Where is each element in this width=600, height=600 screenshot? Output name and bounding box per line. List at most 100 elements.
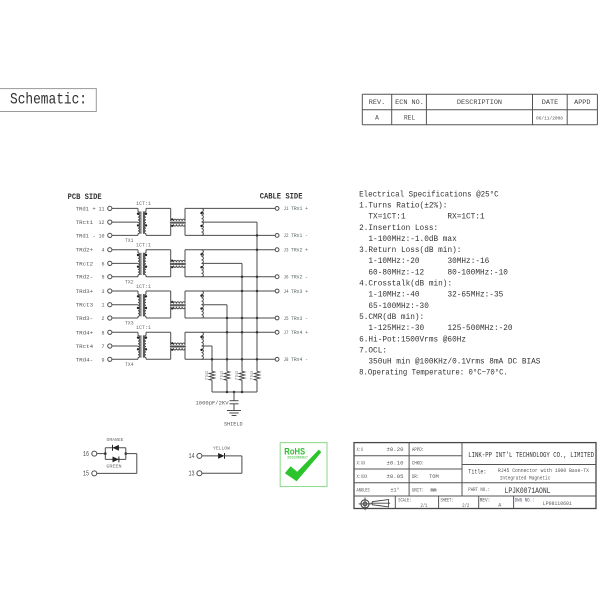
svg-text:75Ω: 75Ω bbox=[204, 371, 210, 381]
svg-text:DESCRIPTION: DESCRIPTION bbox=[457, 99, 502, 106]
svg-text:±1°: ±1° bbox=[391, 487, 400, 493]
svg-text:REV:: REV: bbox=[480, 498, 491, 504]
svg-text:±0.10: ±0.10 bbox=[387, 460, 404, 466]
svg-text:9: 9 bbox=[102, 356, 105, 363]
svg-text:350uH min @100KHz/0.1Vrms 8mA: 350uH min @100KHz/0.1Vrms 8mA DC BIAS bbox=[359, 359, 541, 367]
svg-text:±0.05: ±0.05 bbox=[387, 474, 404, 480]
svg-text:SHEET:: SHEET: bbox=[441, 498, 454, 504]
svg-text:1CT:1: 1CT:1 bbox=[136, 201, 151, 207]
svg-text:TRd1 +: TRd1 + bbox=[76, 205, 97, 212]
svg-text:Title:: Title: bbox=[468, 469, 486, 477]
svg-text:4.Crosstalk(dB min):: 4.Crosstalk(dB min): bbox=[359, 281, 452, 289]
svg-text:TRd2+: TRd2+ bbox=[76, 247, 94, 254]
svg-text:7.OCL:: 7.OCL: bbox=[359, 347, 387, 355]
svg-text:Electrical Specifications @25°: Electrical Specifications @25°C bbox=[359, 190, 499, 199]
svg-text:75Ω: 75Ω bbox=[219, 371, 225, 381]
svg-text:TRx2 -: TRx2 - bbox=[291, 274, 308, 281]
svg-text:LINK-PP INT'L TECHNOLOGY CO.,: LINK-PP INT'L TECHNOLOGY CO., LIMITED bbox=[468, 452, 594, 460]
svg-text:DWG NO.:: DWG NO.: bbox=[515, 497, 535, 503]
svg-text:J4: J4 bbox=[284, 288, 289, 295]
svg-text:65-100MHz:-30: 65-100MHz:-30 bbox=[359, 303, 429, 311]
svg-text:Schematic:: Schematic: bbox=[10, 90, 87, 108]
svg-text:TX2: TX2 bbox=[125, 279, 134, 285]
svg-text:TRct2: TRct2 bbox=[76, 260, 94, 267]
svg-text:TX=1CT:1 RX=1CT:1: TX=1CT:1 RX=1CT:1 bbox=[359, 214, 485, 222]
svg-text:2/1: 2/1 bbox=[421, 503, 428, 509]
svg-text:15: 15 bbox=[83, 471, 89, 479]
svg-text:TRx3 +: TRx3 + bbox=[291, 288, 309, 295]
svg-text:TX3: TX3 bbox=[125, 321, 134, 327]
svg-text:6: 6 bbox=[102, 260, 105, 267]
svg-text:75Ω: 75Ω bbox=[249, 371, 255, 381]
svg-text:5.CMR(dB min):: 5.CMR(dB min): bbox=[359, 314, 424, 322]
svg-text:J6: J6 bbox=[284, 274, 289, 281]
svg-text:11: 11 bbox=[99, 205, 106, 212]
svg-text:SCALE:: SCALE: bbox=[398, 498, 411, 504]
svg-text:1-10MHz:-20 30MHz:-16: 1-10MHz:-20 30MHz:-16 bbox=[359, 258, 490, 266]
svg-text:REL: REL bbox=[404, 114, 415, 121]
svg-text:1000pF/2KV: 1000pF/2KV bbox=[196, 399, 230, 406]
svg-text:14: 14 bbox=[189, 453, 195, 461]
svg-text:TRd4+: TRd4+ bbox=[76, 329, 94, 336]
svg-text:1CT:1: 1CT:1 bbox=[136, 284, 151, 290]
svg-text:2002/95/EC: 2002/95/EC bbox=[287, 456, 308, 460]
svg-text:1: 1 bbox=[102, 302, 106, 309]
svg-text:8.Operating Temperature: 0°C~7: 8.Operating Temperature: 0°C~70°C. bbox=[359, 369, 508, 378]
svg-text:mm: mm bbox=[431, 487, 437, 493]
svg-text:ANGLES: ANGLES bbox=[357, 487, 370, 493]
svg-text:1.Turns Ratio(±2%):: 1.Turns Ratio(±2%): bbox=[359, 202, 447, 210]
svg-text:TRx4 -: TRx4 - bbox=[291, 356, 308, 363]
svg-text:TRd3+: TRd3+ bbox=[76, 288, 94, 295]
svg-text:X:XX: X:XX bbox=[357, 460, 366, 466]
svg-text:J3: J3 bbox=[284, 247, 289, 254]
svg-text:LP08110601: LP08110601 bbox=[543, 501, 572, 507]
svg-text:3.Return Loss(dB min):: 3.Return Loss(dB min): bbox=[359, 247, 461, 255]
svg-text:SHIELD: SHIELD bbox=[224, 420, 243, 427]
svg-text:TRd3-: TRd3- bbox=[76, 315, 94, 322]
svg-text:6.Hi-Pot:1500Vrms @60Hz: 6.Hi-Pot:1500Vrms @60Hz bbox=[359, 336, 466, 344]
svg-text:ORANGE: ORANGE bbox=[107, 437, 124, 443]
svg-text:REV.: REV. bbox=[369, 99, 385, 106]
svg-text:GREEN: GREEN bbox=[106, 464, 121, 470]
svg-text:A: A bbox=[498, 502, 501, 508]
svg-text:1CT:1: 1CT:1 bbox=[136, 243, 151, 249]
svg-text:CHKD:: CHKD: bbox=[412, 460, 424, 466]
svg-text:13: 13 bbox=[189, 471, 195, 479]
svg-text:1-125MHz:-30 125-500MHz:-2: 1-125MHz:-30 125-500MHz:-20 bbox=[359, 325, 513, 333]
svg-text:TRx4 +: TRx4 + bbox=[291, 329, 309, 336]
svg-text:1-100MHz:-1.0dB max: 1-100MHz:-1.0dB max bbox=[359, 236, 457, 244]
svg-text:2/2: 2/2 bbox=[462, 503, 469, 509]
svg-text:J5: J5 bbox=[284, 315, 289, 322]
svg-text:PART NO.:: PART NO.: bbox=[468, 487, 490, 493]
svg-text:1CT:1: 1CT:1 bbox=[136, 325, 151, 331]
svg-text:J7: J7 bbox=[284, 329, 289, 336]
svg-text:X:X: X:X bbox=[357, 447, 364, 453]
svg-text:APPD: APPD bbox=[574, 99, 591, 106]
svg-text:TX4: TX4 bbox=[125, 362, 134, 368]
svg-text:RoHS: RoHS bbox=[284, 447, 305, 457]
svg-text:2.Insertion Loss:: 2.Insertion Loss: bbox=[359, 225, 438, 233]
svg-text:A: A bbox=[375, 114, 379, 121]
svg-text:TOM: TOM bbox=[429, 474, 439, 480]
svg-text:YELLOW: YELLOW bbox=[213, 446, 230, 452]
svg-text:4: 4 bbox=[102, 247, 106, 254]
svg-text:APPD:: APPD: bbox=[412, 447, 424, 453]
svg-text:TRd2-: TRd2- bbox=[76, 274, 94, 281]
svg-text:TRx1 -: TRx1 - bbox=[291, 232, 308, 239]
svg-text:TRd4-: TRd4- bbox=[76, 356, 94, 363]
svg-text:12: 12 bbox=[99, 219, 105, 226]
svg-text:±0.20: ±0.20 bbox=[387, 447, 404, 453]
svg-text:TRx1 +: TRx1 + bbox=[291, 205, 309, 212]
svg-text:PCB SIDE: PCB SIDE bbox=[68, 192, 102, 202]
svg-text:J1: J1 bbox=[284, 205, 289, 212]
svg-text:8: 8 bbox=[102, 329, 105, 336]
svg-text:ECN NO.: ECN NO. bbox=[395, 99, 424, 106]
svg-text:5: 5 bbox=[102, 274, 105, 281]
svg-text:TRd1 -: TRd1 - bbox=[76, 232, 96, 239]
svg-text:UNIT:: UNIT: bbox=[412, 487, 424, 493]
svg-text:X:XXX: X:XXX bbox=[357, 474, 368, 480]
svg-text:60-80MHz:-12 80-100MHz:-10: 60-80MHz:-12 80-100MHz:-10 bbox=[359, 269, 508, 277]
svg-text:J8: J8 bbox=[284, 356, 289, 363]
svg-text:Integrated Magnetic: Integrated Magnetic bbox=[500, 476, 551, 482]
svg-text:DATE: DATE bbox=[542, 99, 559, 106]
